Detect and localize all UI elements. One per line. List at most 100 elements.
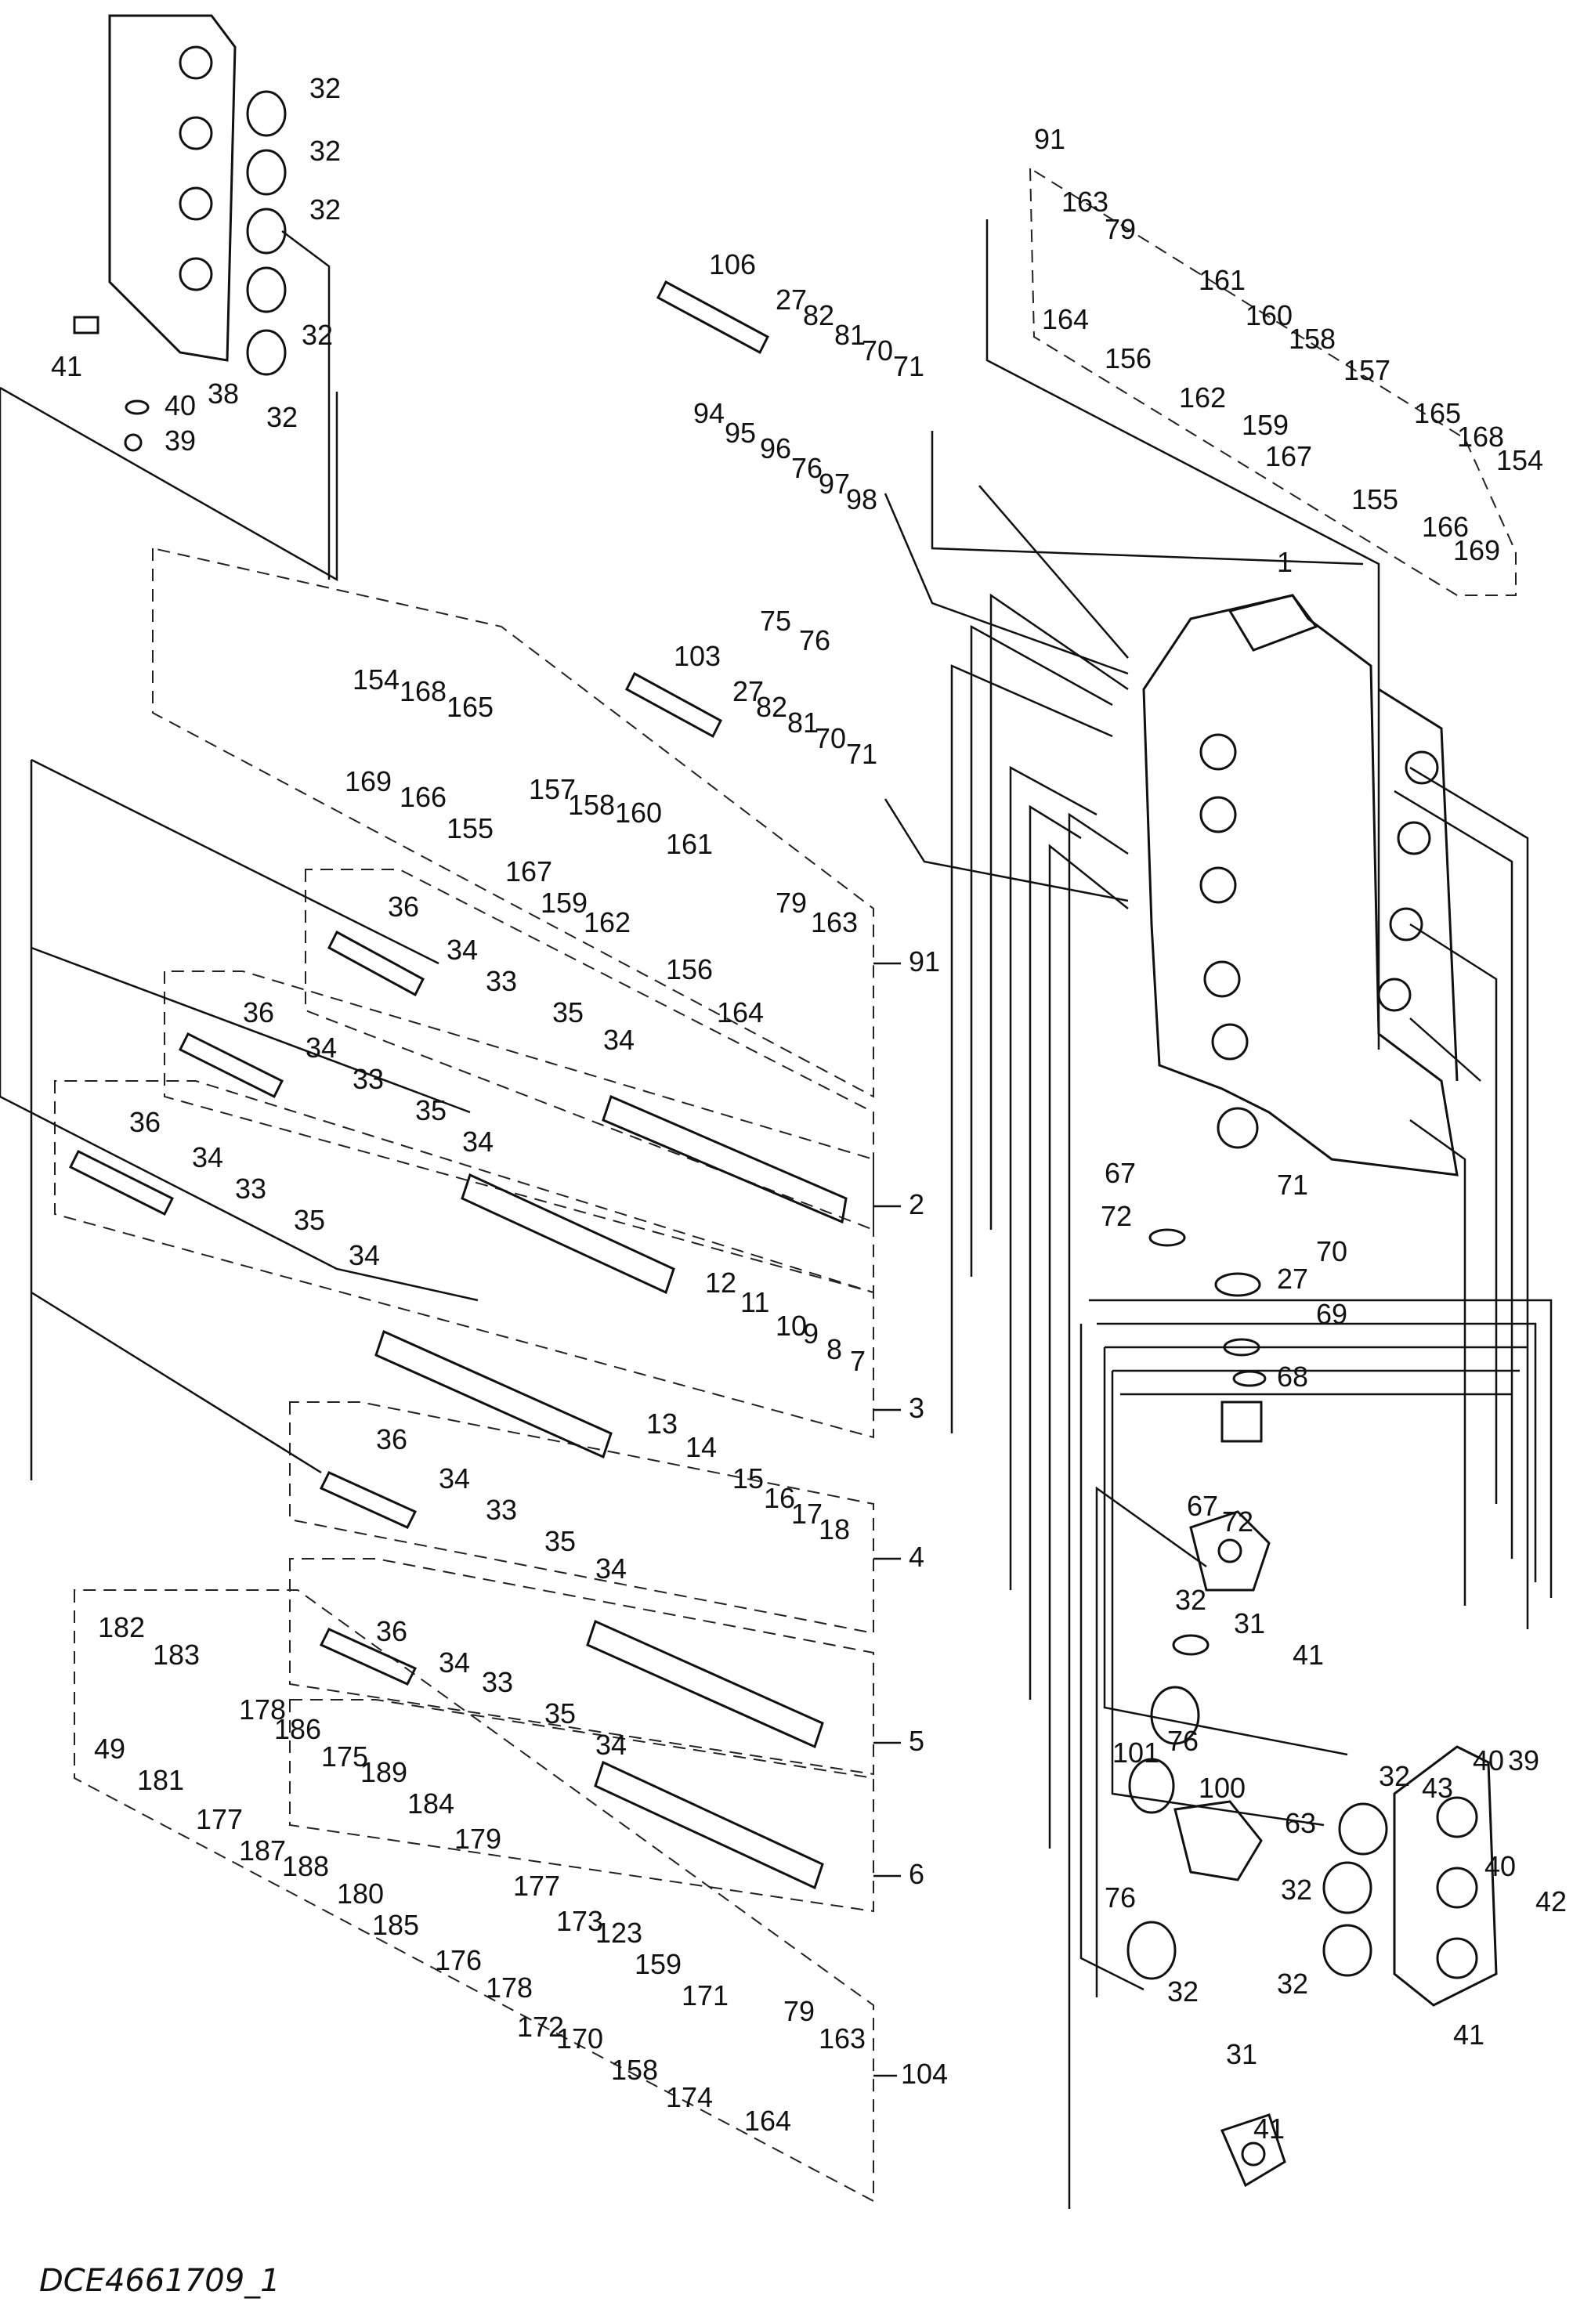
part-label: 171 [682,1979,729,2011]
cover-plate-38 [73,14,331,580]
part-label: 176 [435,1944,482,1976]
part-label: 158 [568,789,615,821]
part-label: 163 [811,906,858,938]
part-label: 170 [556,2022,603,2055]
part-label: 32 [309,193,341,226]
part-label: 161 [1199,264,1246,296]
part-label: 41 [1293,1639,1324,1671]
part-label: 162 [584,906,631,938]
part-label: 158 [1289,323,1336,355]
part-label: 101 [1112,1737,1159,1769]
part-label: 70 [1316,1235,1347,1267]
part-label: 157 [529,773,576,805]
part-label: 31 [1234,1607,1265,1639]
part-label: 69 [1316,1298,1347,1330]
part-label: 76 [791,452,823,484]
part-label: 159 [635,1948,682,1980]
part-label: 184 [407,1787,454,1820]
part-label: 160 [1246,299,1293,331]
part-label: 159 [1242,409,1289,441]
part-label: 32 [302,319,333,351]
part-label: 34 [349,1239,380,1271]
part-label: 41 [1253,2113,1285,2145]
part-label: 98 [846,483,877,515]
part-label: 185 [372,1909,419,1941]
part-label: 172 [517,2011,564,2043]
part-label: 27 [776,284,807,316]
part-label: 156 [666,953,713,985]
part-label: 168 [400,675,447,707]
part-label: 174 [666,2081,713,2113]
part-label: 175 [321,1740,368,1773]
part-label: 106 [709,248,756,280]
group-boxes [54,167,1517,2203]
part-label: 27 [732,675,764,707]
part-label: 173 [556,1905,603,1937]
part-label: 33 [353,1063,384,1095]
part-label: 18 [819,1513,850,1545]
group-label-2: 2 [909,1188,924,1220]
group-label-91-top: 91 [1034,123,1065,155]
part-label: 7 [850,1345,866,1377]
part-label: 32 [1281,1874,1312,1906]
part-label: 36 [376,1423,407,1455]
right-parts [1126,1228,1498,2188]
part-label: 11 [740,1286,769,1318]
drawing-code: DCE4661709_1 [39,2263,280,2299]
part-label: 189 [360,1756,407,1788]
part-label: 79 [776,887,807,919]
part-label: 32 [1277,1968,1308,2000]
part-label: 40 [1484,1850,1516,1882]
part-label: 76 [1105,1881,1136,1914]
part-label: 188 [282,1850,329,1882]
part-label: 182 [98,1611,145,1643]
part-label: 70 [815,722,846,754]
part-label: 34 [462,1126,494,1158]
part-label: 103 [674,640,721,672]
part-label: 32 [1379,1760,1410,1792]
part-label: 16 [764,1482,795,1514]
part-label: 169 [1453,534,1500,566]
part-label: 71 [893,350,924,382]
part-label: 100 [1199,1772,1246,1804]
part-label: 36 [388,891,419,923]
main-valve-body [1142,594,1459,1176]
part-label: 186 [274,1713,321,1745]
part-label: 8 [826,1333,842,1365]
part-label: 68 [1277,1361,1308,1393]
part-label: 41 [51,350,82,382]
part-label: 35 [294,1204,325,1236]
part-label: 82 [803,299,834,331]
part-label: 33 [235,1173,266,1205]
part-label: 164 [717,996,764,1028]
part-label: 63 [1285,1807,1316,1839]
part-label: 35 [415,1094,447,1126]
group-label-3: 3 [909,1392,924,1424]
part-label: 13 [646,1408,678,1440]
part-label: 34 [603,1024,635,1056]
part-label: 70 [862,334,893,367]
group-label-6: 6 [909,1858,924,1890]
part-label: 34 [595,1552,627,1585]
part-label: 177 [196,1803,243,1835]
part-label: 34 [595,1729,627,1761]
part-label: 167 [505,855,552,887]
part-label: 180 [337,1878,384,1910]
part-label: 81 [834,319,866,351]
part-label: 154 [353,663,400,696]
part-label: 166 [1422,511,1469,543]
part-label: 34 [447,934,478,966]
part-label: 33 [482,1666,513,1698]
part-label: 35 [544,1697,576,1729]
part-labels: 32 32 32 32 32 41 38 40 39 106 27 82 81 … [51,72,1567,2145]
part-label: 33 [486,1494,517,1526]
group-label-91: 91 [909,945,940,978]
part-label: 40 [165,389,196,421]
part-label: 163 [819,2022,866,2055]
part-label: 187 [239,1834,286,1867]
part-label: 76 [799,624,830,656]
part-label: 36 [243,996,274,1028]
part-label: 10 [776,1310,807,1342]
part-label: 32 [309,72,341,104]
